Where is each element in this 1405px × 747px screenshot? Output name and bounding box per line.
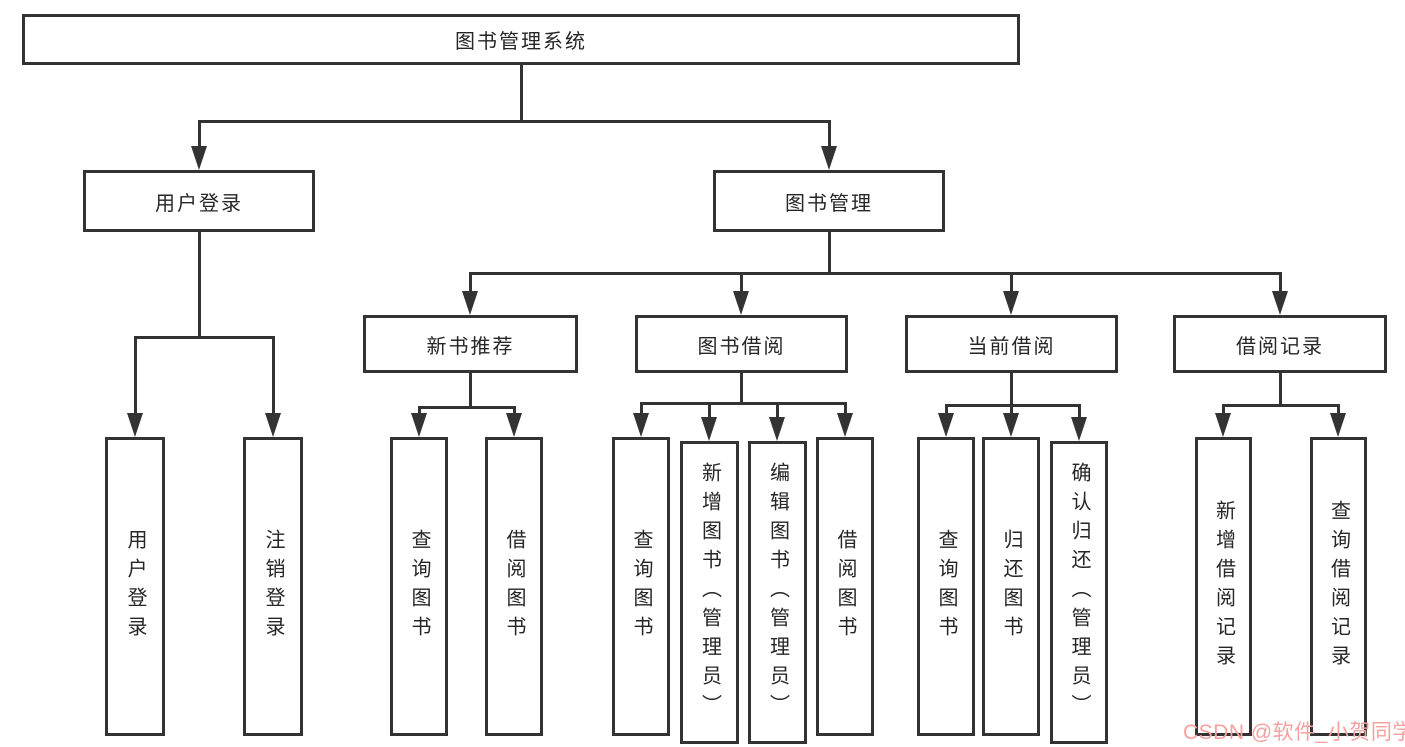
arrowhead-down-icon [938, 413, 954, 437]
arrowhead-down-icon [191, 146, 207, 170]
node-label: 借阅图书 [503, 528, 525, 645]
node-leaf-return-book: 归还图书 [982, 437, 1040, 736]
connector-branch-book-borrow [639, 402, 643, 421]
connector-stub-user-login [197, 232, 201, 339]
connector-branch-book-mgmt [1009, 272, 1013, 299]
node-label: 图书借阅 [697, 335, 786, 358]
node-leaf-borrow-book-1: 借阅图书 [485, 437, 543, 736]
node-label: 确认归还（管理员） [1068, 462, 1090, 723]
node-label: 用户登录 [155, 192, 243, 215]
node-label: 用户登录 [124, 528, 146, 645]
connector-branch-user-login [271, 336, 275, 421]
connector-stub-new-book [468, 373, 472, 409]
connector-branch-root [197, 120, 201, 154]
node-leaf-query-book-3: 查询图书 [917, 437, 975, 736]
connector-branch-book-mgmt [1278, 272, 1282, 299]
node-borrow-record: 借阅记录 [1173, 315, 1387, 373]
node-current-borrow: 当前借阅 [905, 315, 1118, 373]
connector-rail-borrow-record [1221, 404, 1340, 407]
node-label: 新书推荐 [426, 335, 515, 358]
node-leaf-query-book-1: 查询图书 [390, 437, 448, 736]
arrowhead-down-icon [462, 291, 478, 315]
node-label: 新增图书（管理员） [698, 462, 721, 723]
node-label: 借阅图书 [834, 528, 856, 645]
arrowhead-down-icon [821, 146, 837, 170]
node-leaf-query-record: 查询借阅记录 [1310, 437, 1367, 736]
connector-branch-borrow-record [1221, 404, 1225, 421]
arrowhead-down-icon [769, 417, 785, 441]
node-label: 查询借阅记录 [1327, 499, 1350, 674]
node-label: 查询图书 [935, 528, 957, 645]
node-leaf-add-record: 新增借阅记录 [1195, 437, 1252, 736]
node-user-login: 用户登录 [83, 170, 315, 232]
node-book-mgmt: 图书管理 [713, 170, 945, 232]
node-label: 新增借阅记录 [1212, 499, 1235, 674]
node-leaf-logout: 注销登录 [243, 437, 303, 736]
node-label: 编辑图书（管理员） [766, 462, 789, 723]
node-label: 查询图书 [408, 528, 430, 645]
node-label: 当前借阅 [967, 335, 1056, 358]
connector-branch-book-borrow [775, 402, 779, 425]
connector-stub-current-borrow [1009, 373, 1013, 407]
arrowhead-down-icon [1003, 413, 1019, 437]
connector-rail-new-book [417, 406, 516, 409]
node-label: 图书管理系统 [455, 31, 587, 53]
arrowhead-down-icon [506, 413, 522, 437]
connector-branch-current-borrow [944, 404, 948, 421]
arrowhead-down-icon [1215, 413, 1231, 437]
arrowhead-down-icon [733, 291, 749, 315]
connector-rail-book-mgmt [468, 272, 1282, 275]
node-new-book: 新书推荐 [363, 315, 578, 373]
arrowhead-down-icon [701, 417, 717, 441]
node-leaf-user-login: 用户登录 [105, 437, 165, 736]
arrowhead-down-icon [1003, 291, 1019, 315]
node-label: 借阅记录 [1236, 335, 1324, 358]
node-label: 图书管理 [785, 192, 873, 215]
node-leaf-confirm-return: 确认归还（管理员） [1050, 441, 1108, 744]
connector-stub-borrow-record [1278, 373, 1282, 407]
connector-branch-current-borrow [1009, 404, 1013, 421]
node-book-borrow: 图书借阅 [635, 315, 848, 373]
node-root: 图书管理系统 [22, 14, 1020, 65]
node-label: 归还图书 [1000, 528, 1022, 645]
arrowhead-down-icon [1272, 291, 1288, 315]
arrowhead-down-icon [411, 413, 427, 437]
node-leaf-borrow-book-2: 借阅图书 [816, 437, 874, 736]
connector-stub-root [519, 65, 523, 123]
arrowhead-down-icon [127, 413, 143, 437]
connector-rail-root [197, 120, 831, 123]
node-label: 查询图书 [630, 528, 652, 645]
connector-rail-user-login [133, 336, 275, 339]
connector-branch-book-borrow [707, 402, 711, 425]
connector-branch-root [827, 120, 831, 154]
arrowhead-down-icon [837, 413, 853, 437]
connector-branch-borrow-record [1336, 404, 1340, 421]
node-leaf-query-book-2: 查询图书 [612, 437, 670, 736]
connector-rail-book-borrow [639, 402, 847, 405]
watermark: CSDN @软件_小贺同学 [1183, 721, 1405, 744]
connector-branch-book-borrow [843, 402, 847, 421]
connector-stub-book-borrow [739, 373, 743, 405]
arrowhead-down-icon [265, 413, 281, 437]
connector-branch-user-login [133, 336, 137, 421]
arrowhead-down-icon [1071, 417, 1087, 441]
arrowhead-down-icon [633, 413, 649, 437]
arrowhead-down-icon [1330, 413, 1346, 437]
connector-branch-current-borrow [1077, 404, 1081, 425]
node-label: 注销登录 [262, 528, 284, 645]
node-leaf-add-book: 新增图书（管理员） [680, 441, 739, 744]
node-leaf-edit-book: 编辑图书（管理员） [748, 441, 807, 744]
connector-stub-book-mgmt [827, 232, 831, 275]
connector-rail-current-borrow [944, 404, 1081, 407]
connector-branch-book-mgmt [468, 272, 472, 299]
connector-branch-book-mgmt [739, 272, 743, 299]
